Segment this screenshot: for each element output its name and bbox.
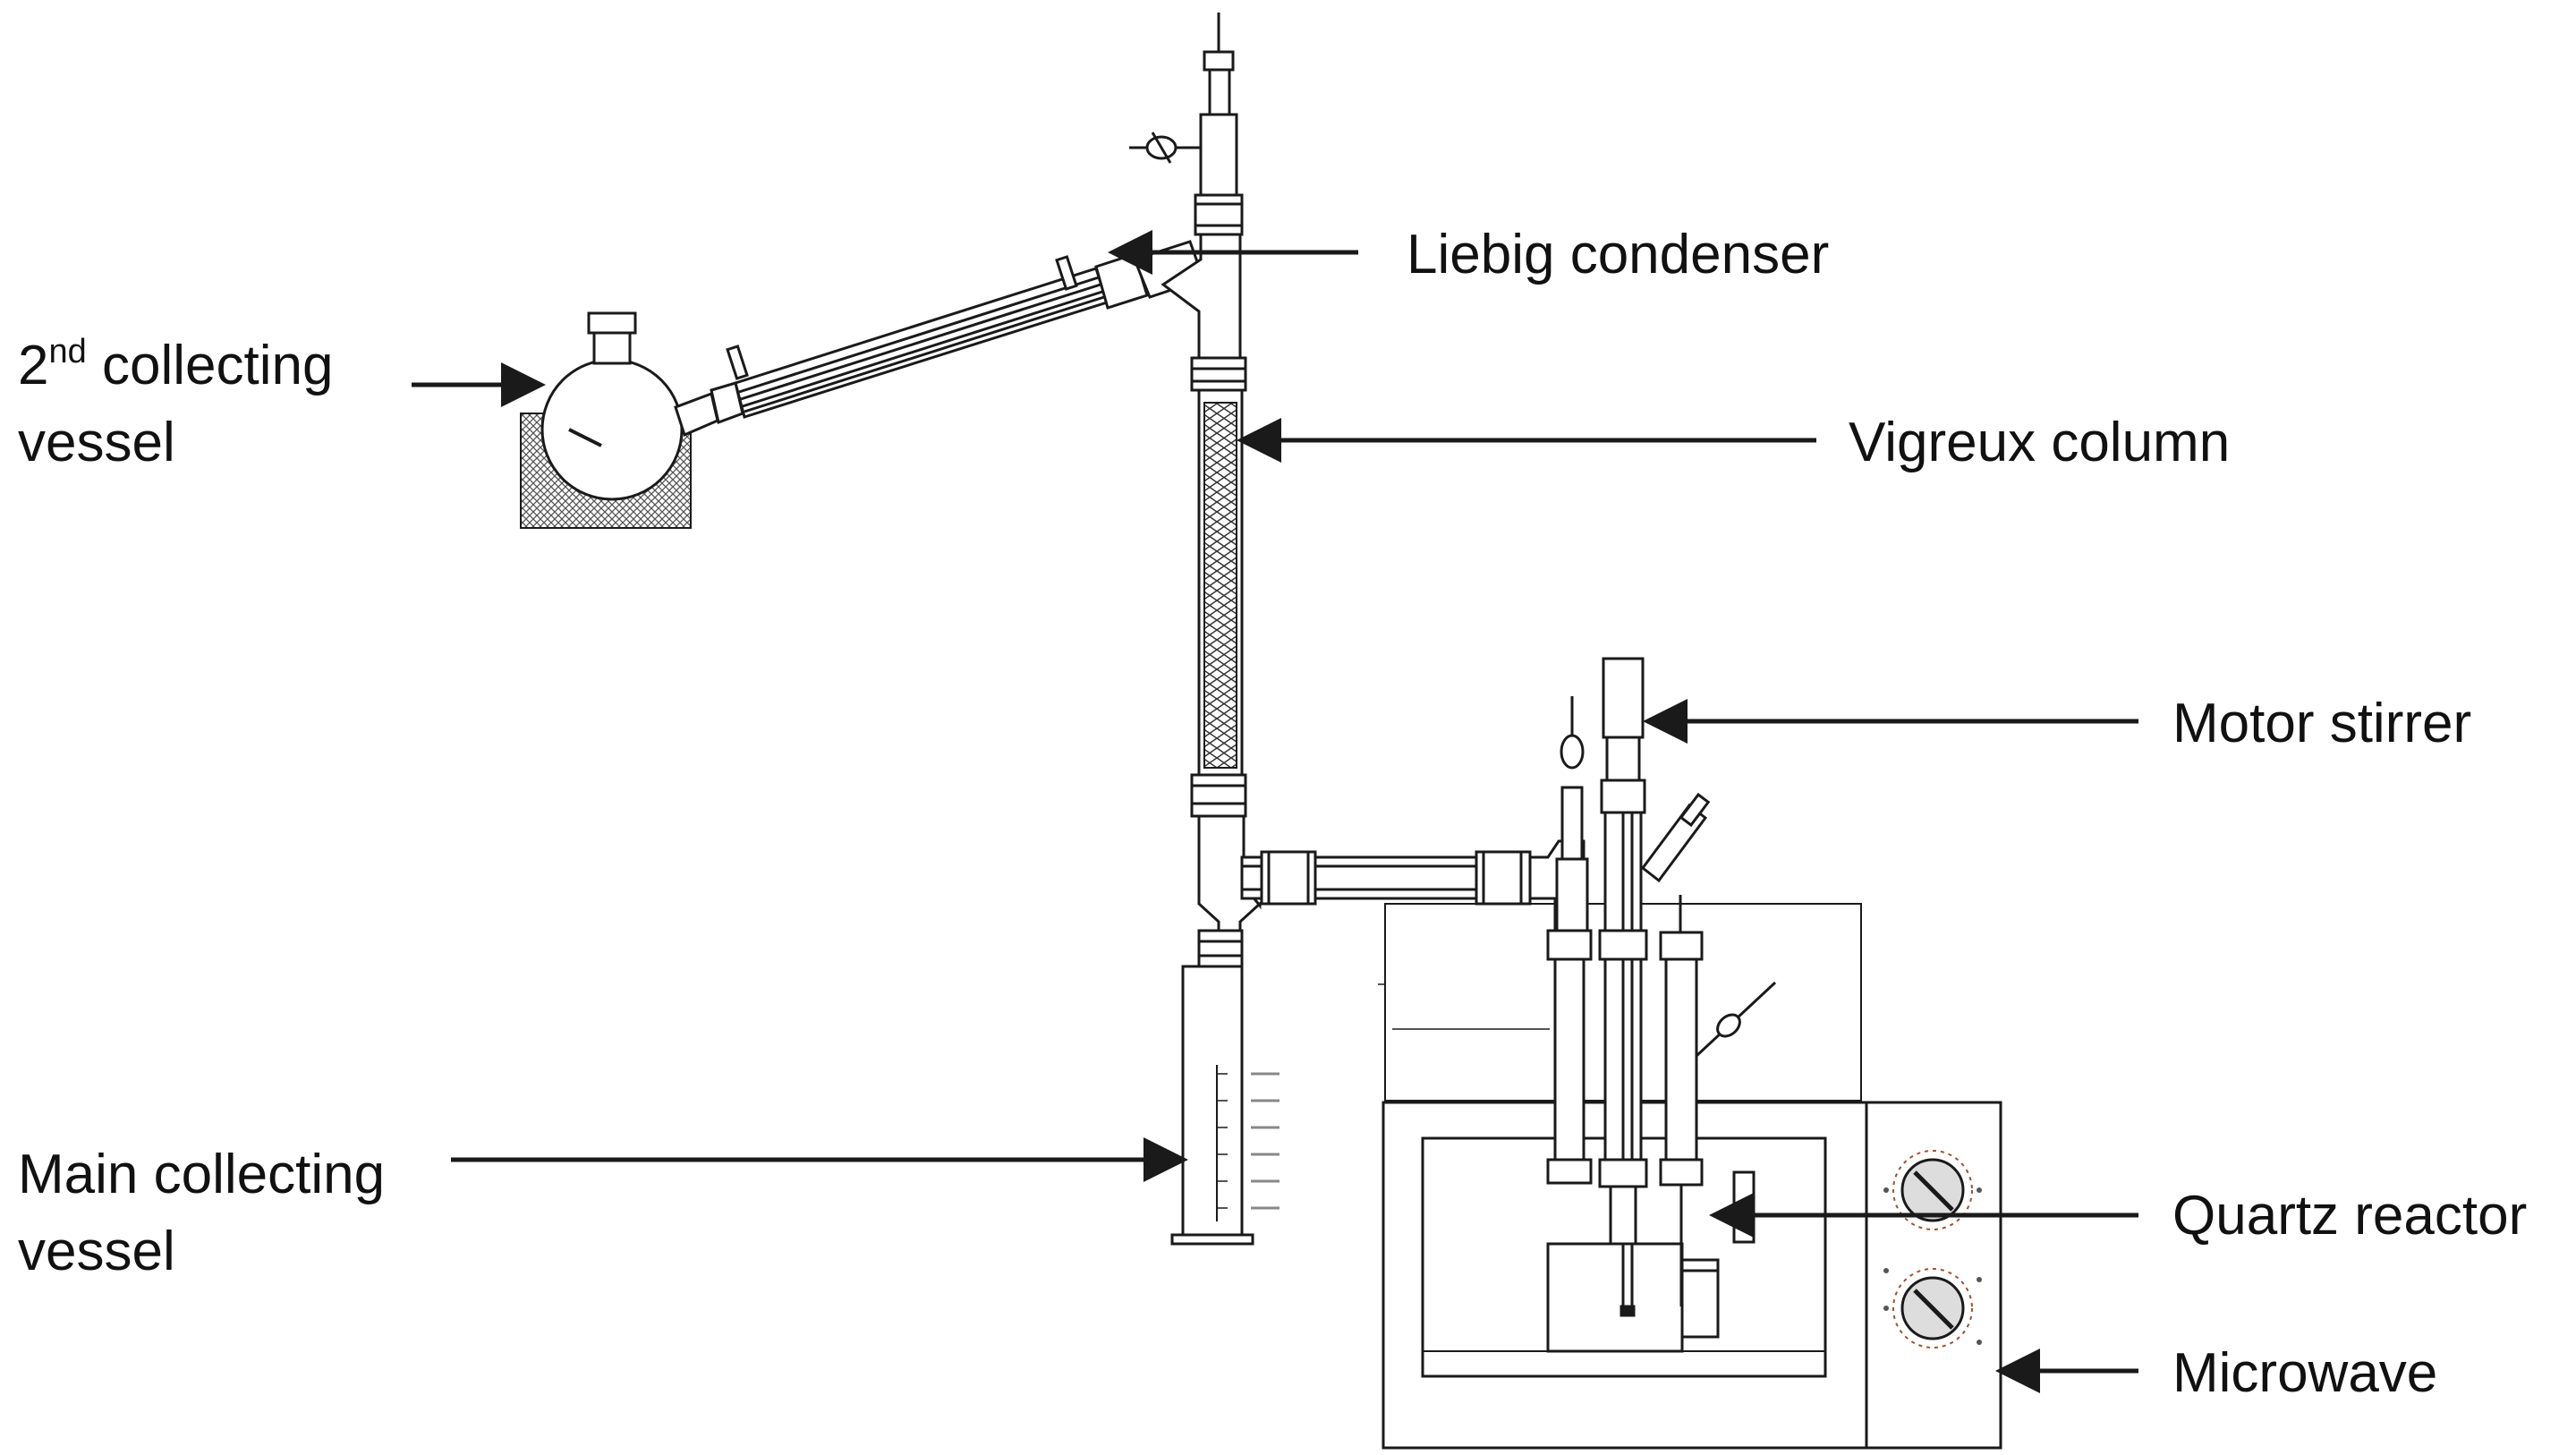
still-head (1129, 13, 1247, 392)
microwave-knob-bottom (1892, 1268, 1973, 1349)
vigreux-column (1190, 388, 1247, 818)
label-motor-stirrer: Motor stirrer (2172, 693, 2472, 754)
motor-stirrer (1602, 657, 1645, 739)
lower-tee (1197, 814, 1586, 968)
main-collecting-vessel (1170, 965, 1279, 1246)
liebig-condenser (726, 240, 1205, 419)
label-second-collecting-vessel: 2nd collecting vessel (18, 333, 334, 473)
microwave-control-panel (1865, 1101, 2002, 1450)
label-liebig-condenser: Liebig condenser (1407, 224, 1830, 285)
label-main-collecting-vessel: Main collecting vessel (18, 1144, 386, 1282)
microwave-knob-top (1892, 1150, 1973, 1230)
label-vigreux-column: Vigreux column (1849, 412, 2231, 473)
label-quartz-reactor: Quartz reactor (2172, 1185, 2528, 1247)
label-microwave: Microwave (2172, 1342, 2438, 1404)
flask-neck (592, 329, 632, 365)
round-bottom-flask (540, 358, 684, 501)
arrows (412, 230, 2138, 1393)
quartz-reactor (1546, 657, 1777, 1353)
second-collecting-vessel (520, 311, 744, 529)
